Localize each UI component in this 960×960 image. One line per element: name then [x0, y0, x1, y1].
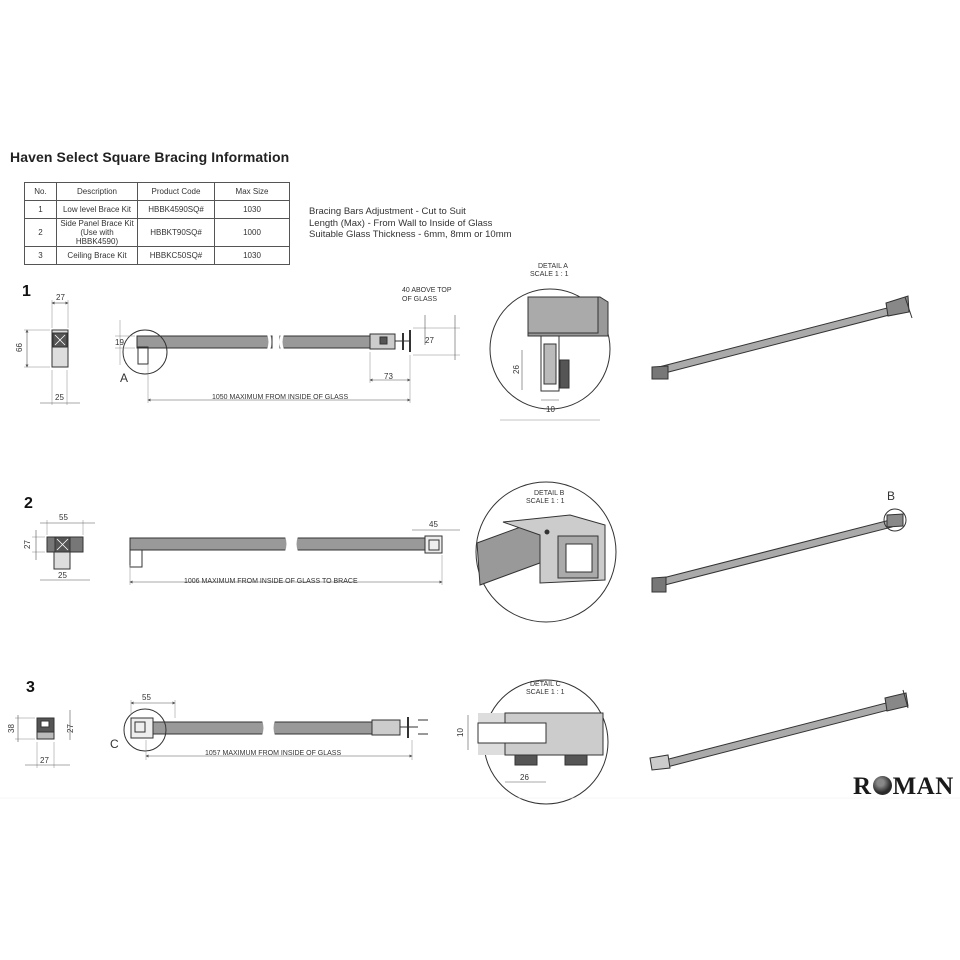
cell-description: Side Panel Brace Kit(Use with HBBK4590) — [56, 218, 138, 247]
cell-description-line2: (Use with HBBK4590) — [75, 228, 119, 246]
detail-b-view — [475, 481, 617, 623]
section-number-2: 2 — [24, 495, 33, 512]
section-number-1: 1 — [22, 283, 31, 300]
dim-end-3: 55 — [142, 693, 151, 702]
cell-max-size: 1030 — [214, 246, 290, 265]
end-view-3 — [15, 710, 71, 768]
dim-base-3: 27 — [40, 756, 49, 765]
section-number-3: 3 — [26, 679, 35, 696]
iso-bar-2 — [651, 508, 907, 593]
iso-bar-3 — [649, 689, 909, 771]
note-above-glass-line1: 40 ABOVE TOP — [402, 287, 452, 294]
dim-width-2: 55 — [59, 513, 68, 522]
dim-right-1: 27 — [425, 336, 434, 345]
span-label-1: 1050 MAXIMUM FROM INSIDE OF GLASS — [212, 394, 348, 401]
dim-base-1: 25 — [55, 393, 64, 402]
side-view-bar-2 — [129, 529, 460, 585]
cell-max-size: 1000 — [214, 218, 290, 247]
detail-c-dim-h: 26 — [520, 773, 529, 782]
dim-width-1: 27 — [56, 293, 65, 302]
detail-b-scale: SCALE 1 : 1 — [526, 498, 565, 505]
detail-a-view — [489, 288, 611, 421]
iso-bar-1 — [651, 295, 913, 380]
end-view-2 — [32, 520, 95, 581]
dim-end-1: 73 — [384, 372, 393, 381]
end-view-1 — [24, 300, 80, 405]
detail-c-view — [467, 679, 609, 805]
logo-text-right: MAN — [892, 773, 954, 800]
detail-ref-c: C — [110, 737, 119, 751]
dim-height-2: 27 — [23, 540, 32, 549]
cell-description: Ceiling Brace Kit — [56, 246, 138, 265]
side-view-bar-3 — [123, 700, 428, 760]
detail-a-scale: SCALE 1 : 1 — [530, 271, 569, 278]
detail-c-scale: SCALE 1 : 1 — [526, 689, 565, 696]
side-view-bar-1 — [115, 315, 460, 403]
table-row: 3 Ceiling Brace Kit HBBKC50SQ# 1030 — [24, 246, 290, 265]
dim-base-2: 25 — [58, 571, 67, 580]
note-line: Length (Max) - From Wall to Inside of Gl… — [309, 217, 493, 229]
adjustment-notes: Bracing Bars Adjustment - Cut to Suit Le… — [309, 206, 512, 241]
product-table: No. Description Product Code Max Size 1 … — [24, 182, 290, 265]
detail-c-dim-v: 10 — [456, 728, 465, 737]
detail-a-dim-h: 10 — [546, 405, 555, 414]
detail-c-title: DETAIL C — [530, 681, 561, 688]
detail-ref-b: B — [887, 489, 895, 503]
logo-text-left: R — [853, 773, 872, 800]
note-line: Suitable Glass Thickness - 6mm, 8mm or 1… — [309, 229, 512, 240]
cell-description-line1: Side Panel Brace Kit — [60, 219, 134, 228]
note-line: Bracing Bars Adjustment - Cut to Suit — [309, 206, 466, 217]
table-row: 1 Low level Brace Kit HBBK4590SQ# 1030 — [24, 200, 290, 219]
dim-height-3b: 27 — [66, 724, 75, 733]
dim-end-2: 45 — [429, 520, 438, 529]
detail-ref-a: A — [120, 371, 128, 385]
dim-height-3: 38 — [7, 724, 16, 733]
note-above-glass-line2: OF GLASS — [402, 296, 437, 303]
roman-logo: R MAN — [853, 773, 954, 801]
detail-b-title: DETAIL B — [534, 490, 565, 497]
dim-left-1: 19 — [115, 338, 124, 347]
span-label-2: 1006 MAXIMUM FROM INSIDE OF GLASS TO BRA… — [184, 578, 358, 585]
detail-a-dim-v: 26 — [512, 365, 521, 374]
span-label-3: 1057 MAXIMUM FROM INSIDE OF GLASS — [205, 750, 341, 757]
page-title: Haven Select Square Bracing Information — [10, 149, 290, 165]
detail-a-title: DETAIL A — [538, 263, 568, 270]
globe-icon — [872, 776, 892, 795]
table-row: 2 Side Panel Brace Kit(Use with HBBK4590… — [24, 218, 290, 247]
dim-height-1: 66 — [15, 343, 24, 352]
